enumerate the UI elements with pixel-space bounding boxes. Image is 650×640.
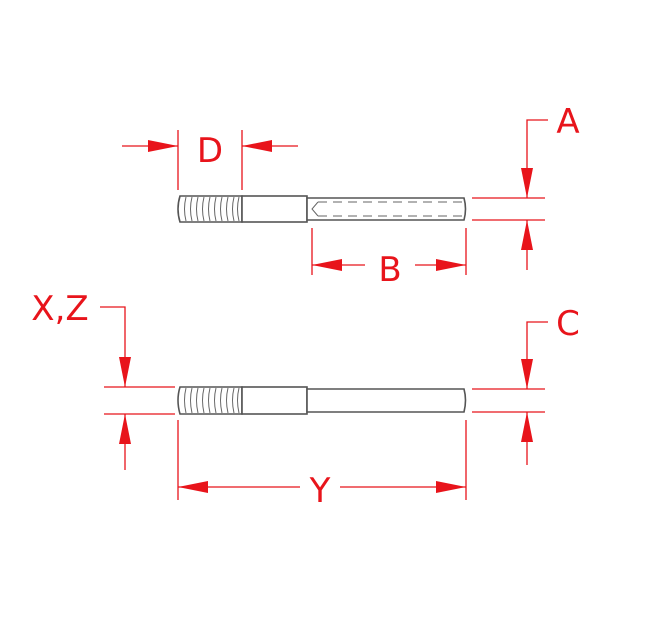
label-d: D bbox=[197, 131, 223, 171]
drill-point bbox=[311, 201, 319, 217]
dimension-d: D bbox=[122, 130, 298, 190]
dimension-b: B bbox=[311, 228, 467, 290]
dimension-c: C bbox=[472, 304, 580, 465]
shank-bottom bbox=[241, 386, 308, 415]
label-c: C bbox=[556, 304, 580, 344]
bottom-part bbox=[177, 386, 467, 415]
top-part bbox=[177, 195, 467, 223]
rod-top bbox=[306, 197, 467, 221]
thread-lines-bottom bbox=[184, 387, 240, 414]
dimension-a: A bbox=[472, 102, 580, 270]
label-a: A bbox=[556, 102, 579, 142]
rod-bottom bbox=[306, 388, 467, 413]
label-xz: X,Z bbox=[31, 289, 88, 329]
shank-top bbox=[241, 195, 308, 223]
dimension-xz: X,Z bbox=[31, 289, 175, 470]
label-b: B bbox=[378, 250, 401, 290]
thread-lines-top bbox=[184, 196, 240, 222]
label-y: Y bbox=[309, 471, 331, 511]
dimension-y: Y bbox=[177, 420, 467, 511]
